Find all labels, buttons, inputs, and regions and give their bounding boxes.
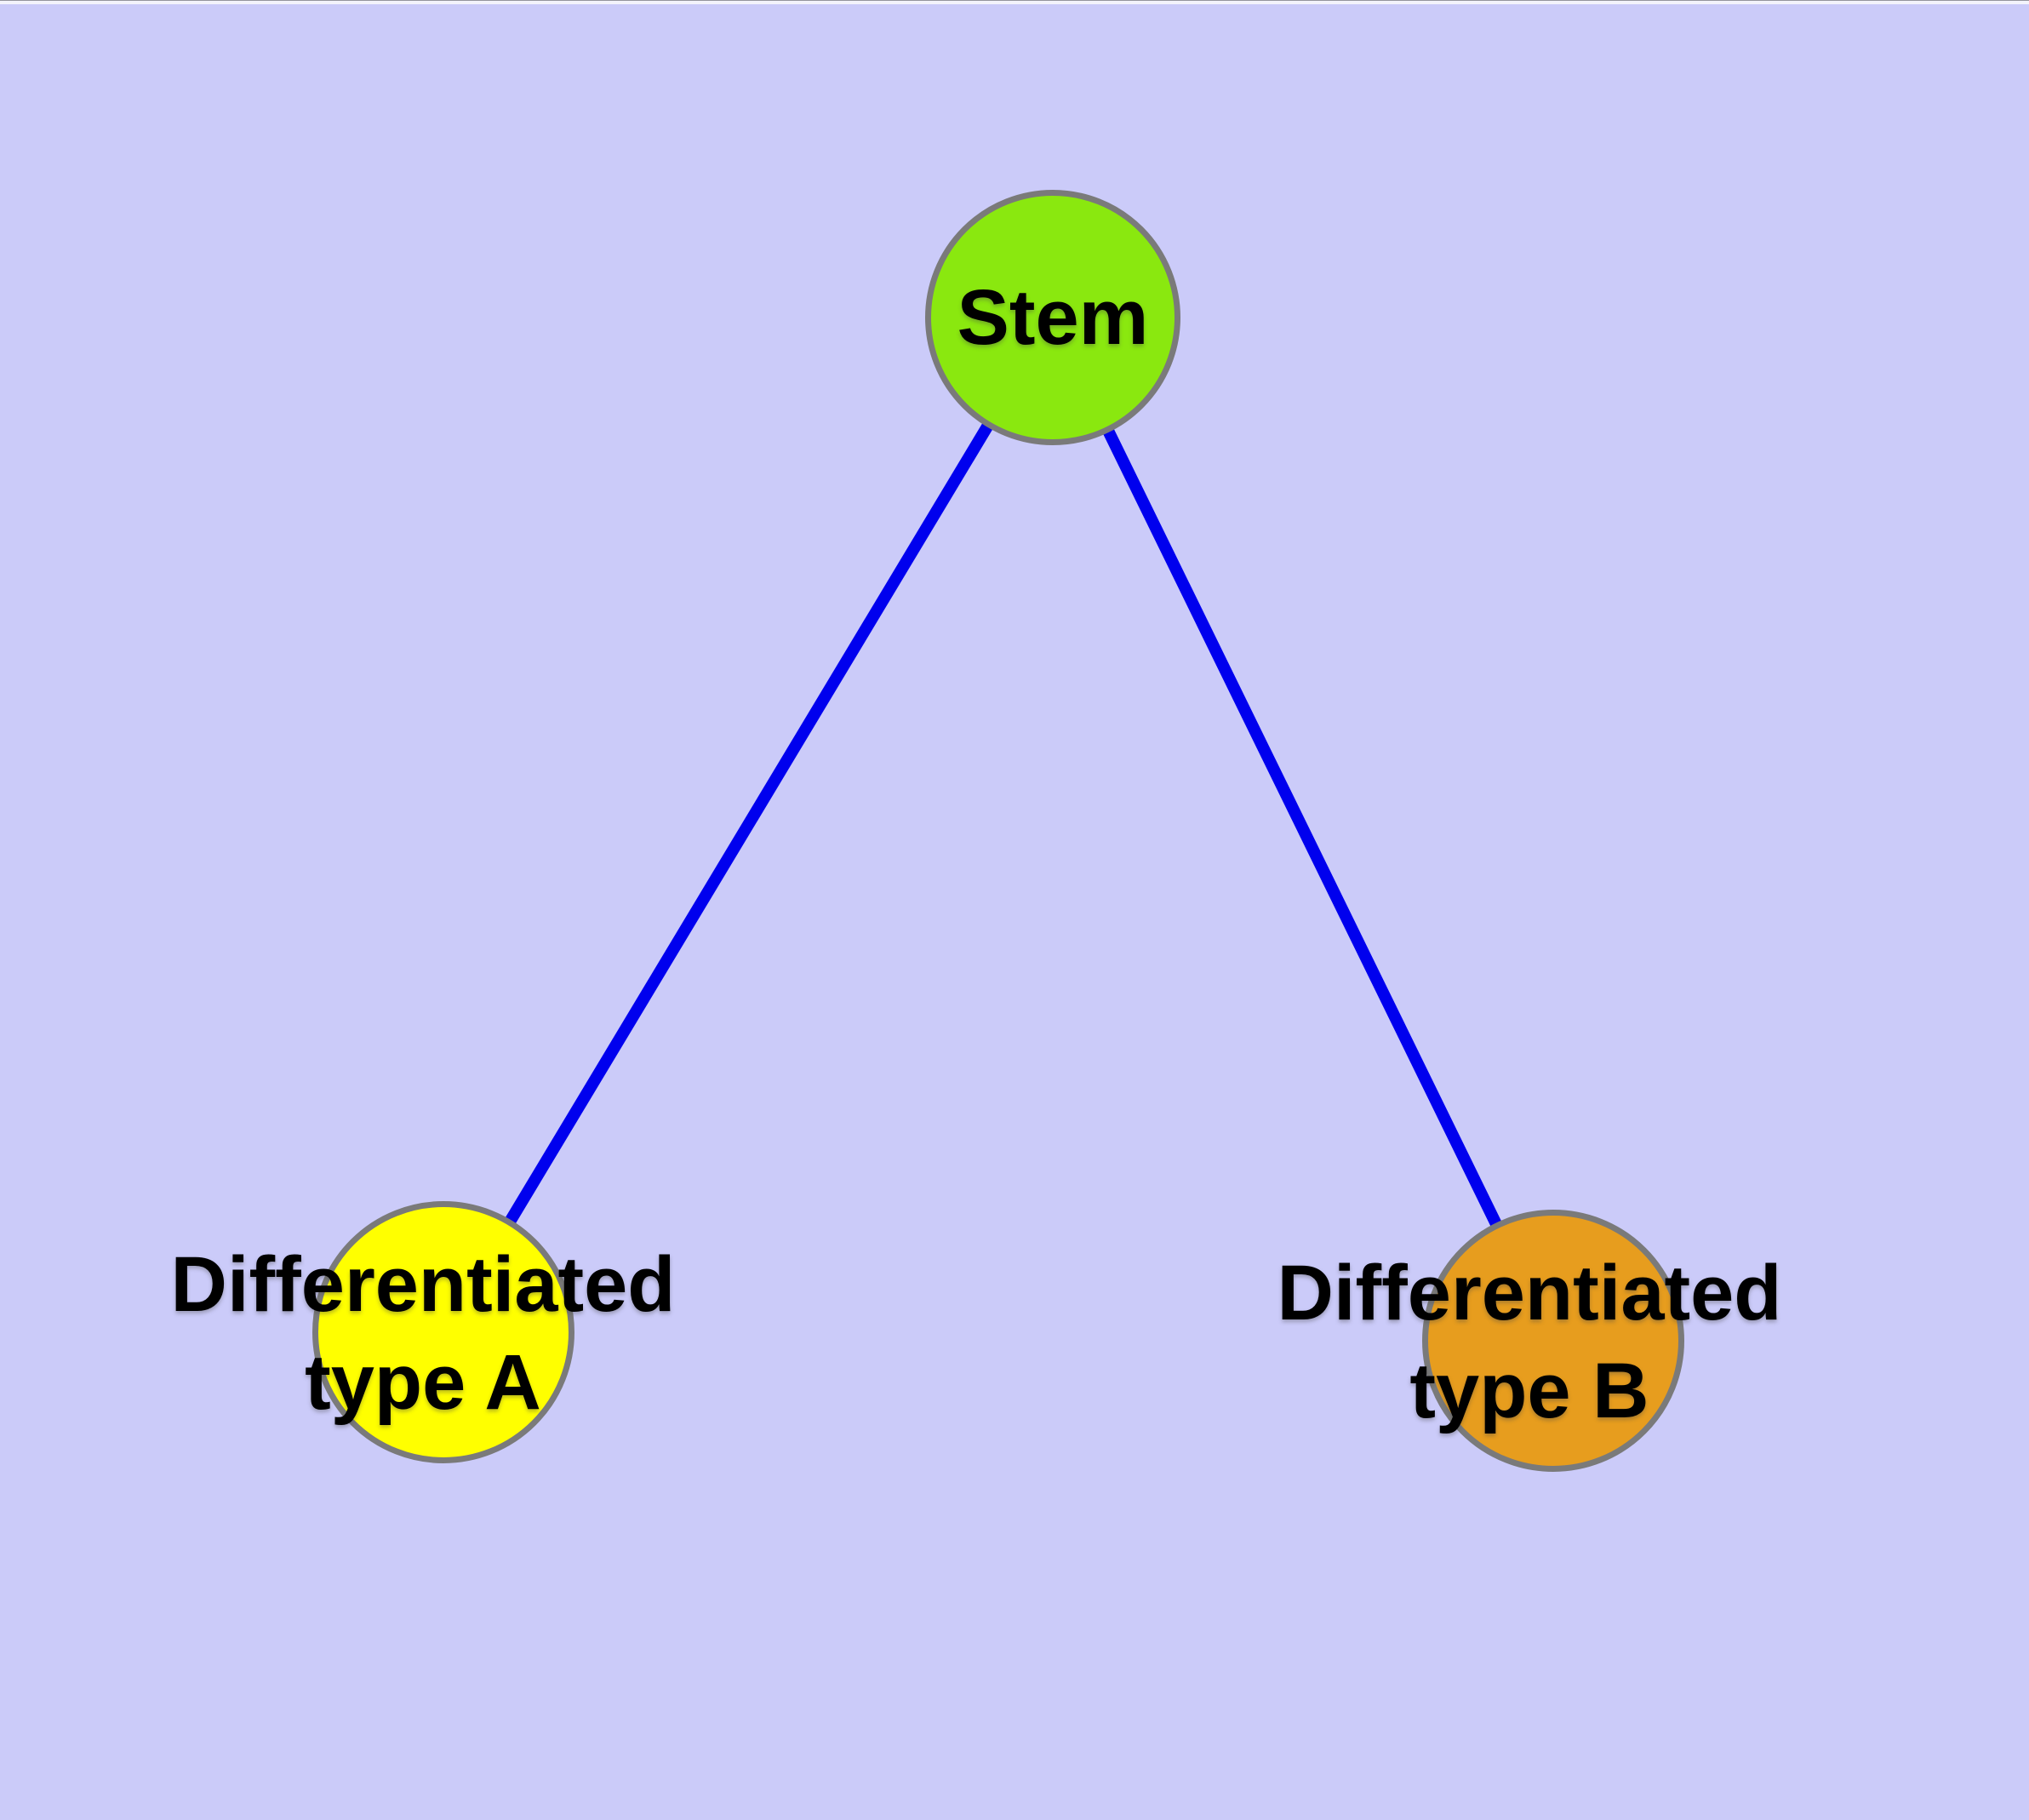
type-a-label-line1: Differentiated [170, 1241, 676, 1328]
window-top-edge-strip [0, 0, 2029, 4]
node-stem-circle [925, 190, 1180, 445]
node-differentiated-type-b-label: Differentiated type B [1189, 1245, 1870, 1440]
type-a-label-line2: type A [305, 1339, 541, 1426]
type-b-label-line2: type B [1409, 1348, 1649, 1434]
node-differentiated-type-a-circle [312, 1201, 574, 1463]
node-stem-label: Stem [925, 190, 1180, 445]
node-differentiated-type-a-label: Differentiated type A [83, 1236, 763, 1432]
node-differentiated-type-b-circle [1422, 1210, 1684, 1472]
edge-stem-to-type-b [1047, 314, 1559, 1344]
type-b-label-line1: Differentiated [1277, 1250, 1782, 1336]
stem-label-text: Stem [957, 273, 1149, 361]
edge-stem-to-type-a [437, 314, 1059, 1336]
